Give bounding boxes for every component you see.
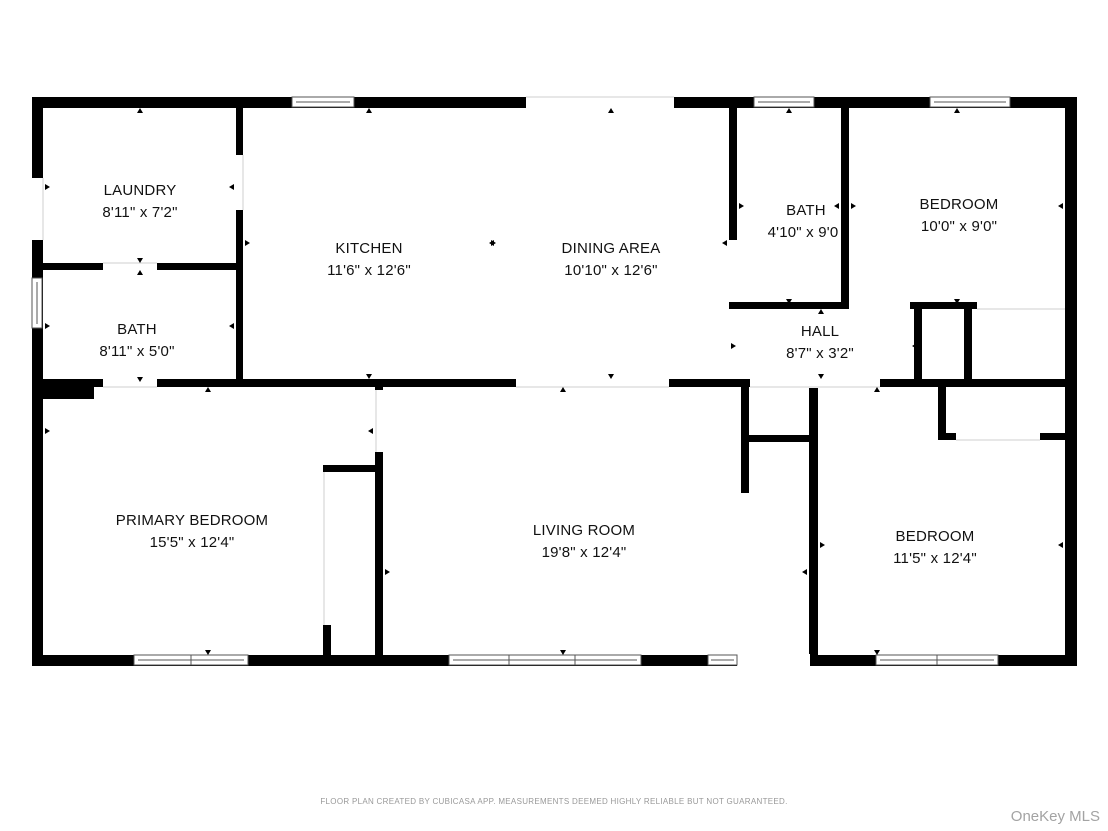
disclaimer-text: FLOOR PLAN CREATED BY CUBICASA APP. MEAS… <box>320 797 788 806</box>
watermark-logo: OneKey MLS <box>1010 808 1100 825</box>
bedroom-bottom-dims: 11'5" x 12'4" <box>893 550 977 567</box>
hall-name: HALL <box>801 323 839 340</box>
kitchen-dims: 11'6" x 12'6" <box>327 262 411 279</box>
door-openings <box>31 96 1065 667</box>
dimension-ticks <box>45 108 1063 655</box>
hall-dims: 8'7" x 3'2" <box>786 345 854 362</box>
bedroom-top-dims: 10'0" x 9'0" <box>921 218 997 235</box>
bath-top-dims: 4'10" x 9'0 <box>768 224 839 241</box>
bath-left-dims: 8'11" x 5'0" <box>99 343 174 360</box>
primary-bedroom-dims: 15'5" x 12'4" <box>150 534 235 551</box>
primary-bedroom-name: PRIMARY BEDROOM <box>116 512 268 529</box>
bath-left-name: BATH <box>117 321 157 338</box>
dining-dims: 10'10" x 12'6" <box>564 262 657 279</box>
living-room-name: LIVING ROOM <box>533 522 635 539</box>
kitchen-name: KITCHEN <box>335 240 402 257</box>
room-labels: LAUNDRY 8'11" x 7'2" KITCHEN 11'6" x 12'… <box>99 182 998 567</box>
dining-name: DINING AREA <box>562 240 661 257</box>
bath-top-name: BATH <box>786 202 826 219</box>
bedroom-bottom-name: BEDROOM <box>896 528 975 545</box>
laundry-dims: 8'11" x 7'2" <box>102 204 177 221</box>
living-room-dims: 19'8" x 12'4" <box>542 544 627 561</box>
windows <box>31 96 1011 666</box>
bedroom-top-name: BEDROOM <box>920 196 999 213</box>
laundry-name: LAUNDRY <box>104 182 177 199</box>
